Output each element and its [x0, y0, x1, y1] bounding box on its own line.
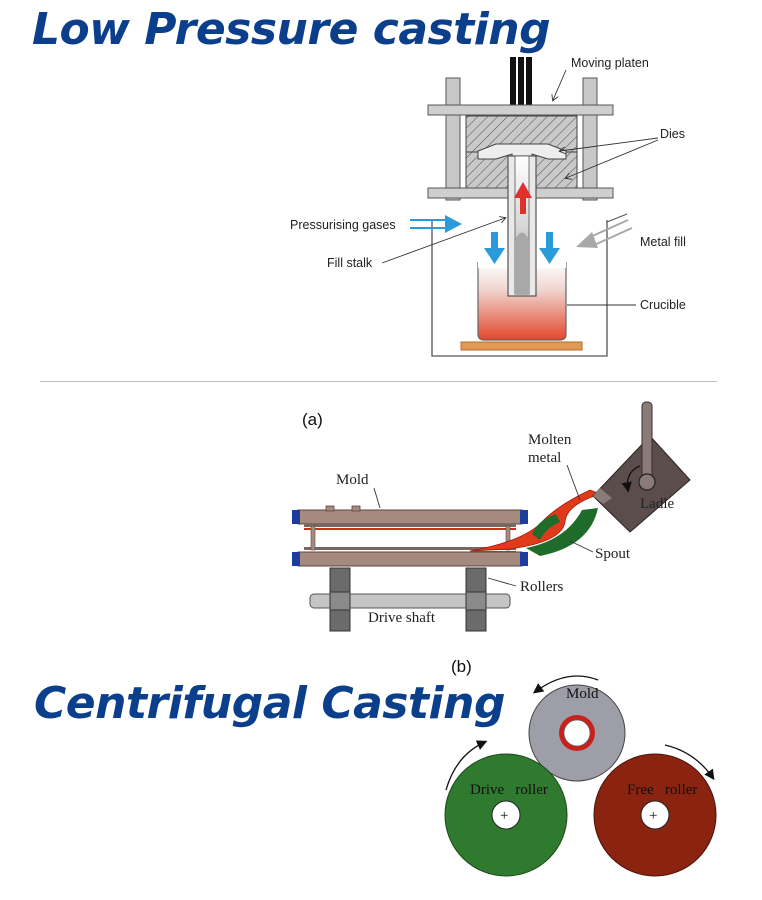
spout	[526, 508, 598, 556]
low-pressure-title: Low Pressure casting	[32, 4, 551, 55]
low-pressure-diagram: Moving platen Dies Pressurising gases Fi…	[290, 56, 686, 357]
mold-label: Mold	[336, 472, 369, 488]
crucible	[477, 262, 567, 341]
mold-lower	[297, 551, 523, 567]
centrifugal-diagram-b: Mold Drive roller Free roller + +	[444, 675, 717, 877]
moving-platen	[427, 104, 614, 116]
metal-label: metal	[528, 450, 561, 466]
mold-upper	[297, 509, 523, 525]
metal-rise-arrow	[514, 182, 532, 214]
pressure-arrow-right	[539, 232, 560, 264]
drive-roller-axle-plus: +	[500, 808, 508, 824]
centrifugal-title: Centrifugal Casting	[34, 678, 505, 729]
ladle-label: Ladle	[640, 496, 674, 512]
free-roller-axle-plus: +	[649, 808, 657, 824]
molten-label: Molten	[528, 432, 572, 448]
subfigure-a-label: (a)	[302, 410, 323, 429]
spout-label: Spout	[595, 546, 631, 562]
drive-roller-label: Drive roller	[470, 782, 548, 798]
pressurising-gas-arrow	[410, 215, 462, 233]
pressurising-gases-label: Pressurising gases	[290, 218, 396, 232]
moving-platen-label: Moving platen	[571, 56, 649, 70]
section-divider	[40, 381, 717, 382]
drive-roller-rotation-arrow	[445, 740, 488, 791]
heater-base	[460, 341, 583, 351]
fill-stalk-label: Fill stalk	[327, 256, 373, 270]
dies-label: Dies	[660, 127, 685, 141]
rollers-label: Rollers	[520, 579, 563, 595]
pressure-chamber	[431, 220, 608, 357]
ladle-handle	[641, 401, 653, 479]
drive-shaft	[309, 593, 511, 609]
metal-fill-arrow	[576, 213, 633, 248]
free-roller-label: Free roller	[627, 782, 697, 798]
pressure-arrow-left	[484, 232, 505, 264]
platen-rod	[510, 57, 532, 107]
guide-column-left	[445, 77, 461, 201]
mold-rotation-arrow	[532, 675, 599, 694]
die-cavity	[477, 143, 567, 161]
centrifugal-diagram-a: Mold Molten metal Ladle Spout Rollers Dr…	[292, 401, 691, 632]
guide-column-right	[582, 77, 598, 201]
crucible-label: Crucible	[640, 298, 686, 312]
subfigure-b-label: (b)	[451, 657, 472, 676]
free-roller-rotation-arrow	[664, 744, 715, 781]
metal-fill-label: Metal fill	[640, 235, 686, 249]
drive-shaft-label: Drive shaft	[368, 610, 436, 626]
mold-disc-label: Mold	[566, 686, 599, 702]
